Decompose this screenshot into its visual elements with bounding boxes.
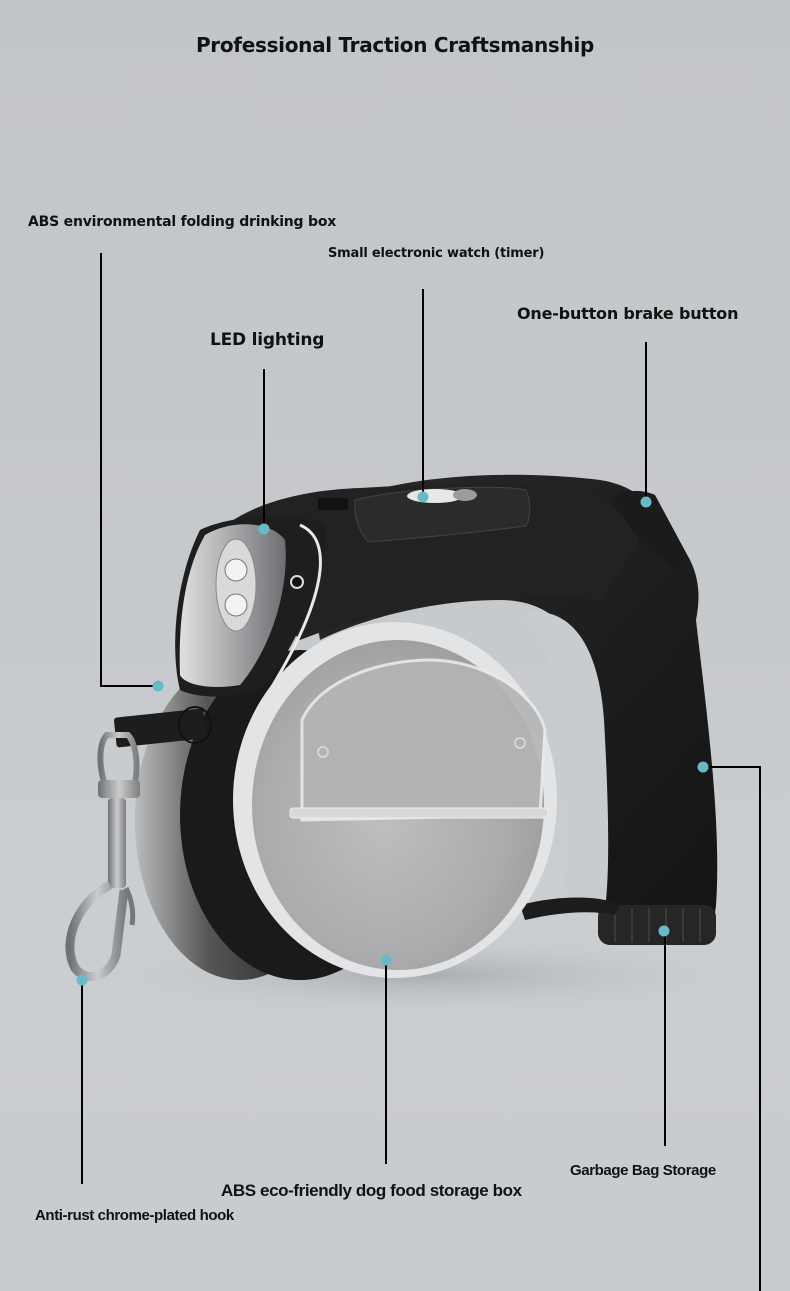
- leader-line-garbage-bag: [664, 931, 666, 1146]
- callout-label-brake: One-button brake button: [517, 304, 739, 323]
- callout-label-garbage-bag: Garbage Bag Storage: [570, 1162, 716, 1179]
- leader-line-drinking-box: [100, 253, 102, 687]
- leader-line-handle-horizontal: [703, 766, 761, 768]
- leader-line-brake: [645, 342, 647, 502]
- callout-dot-food-box: [380, 954, 392, 966]
- callout-dot-hook: [76, 974, 88, 986]
- callout-dot-brake: [640, 496, 652, 508]
- callout-label-timer: Small electronic watch (timer): [328, 246, 545, 261]
- callout-dot-timer: [417, 491, 429, 503]
- leader-line-timer: [422, 289, 424, 497]
- callout-label-food-box: ABS eco-friendly dog food storage box: [221, 1181, 522, 1200]
- callout-dot-handle: [697, 761, 709, 773]
- callout-label-led: LED lighting: [210, 330, 325, 350]
- callout-dot-drinking-box: [152, 680, 164, 692]
- callout-dot-garbage-bag: [658, 925, 670, 937]
- leader-line-hook: [81, 980, 83, 1184]
- leader-line-handle: [759, 766, 761, 1291]
- page-title: Professional Traction Craftsmanship: [195, 33, 595, 57]
- callout-label-hook: Anti-rust chrome-plated hook: [35, 1207, 234, 1224]
- callout-label-drinking-box: ABS environmental folding drinking box: [28, 214, 337, 230]
- leader-line-drinking-box-horizontal: [100, 685, 158, 687]
- leader-line-led: [263, 369, 265, 529]
- leader-line-food-box: [385, 960, 387, 1164]
- callout-dot-led: [258, 523, 270, 535]
